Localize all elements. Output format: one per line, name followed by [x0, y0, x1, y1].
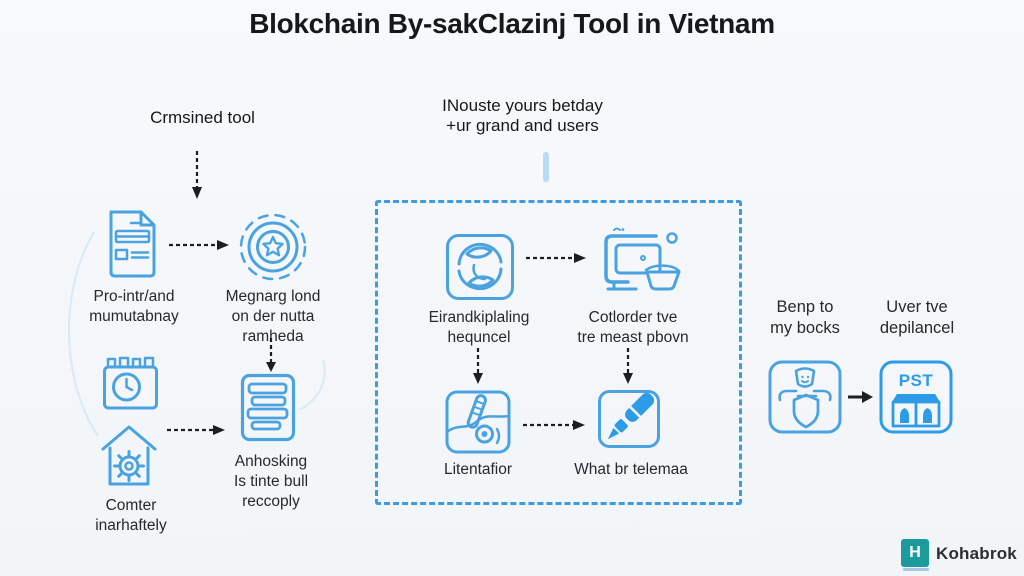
arrow-down-from-heading — [192, 151, 202, 199]
swirl-caption: Eirandkiplaling hequncel — [428, 309, 530, 346]
middle-flow-heading: INouste yours betday +ur grand and users — [442, 96, 603, 135]
marker-pen-icon — [598, 390, 660, 448]
badge-caption: Megnarg lond on der nutta ramheda — [225, 288, 321, 345]
decorative-arc-notes — [298, 359, 326, 411]
arrow-house-to-notes — [167, 425, 225, 435]
arrow-badge-to-notes — [266, 338, 276, 372]
arrow-thermometer-to-pen — [523, 420, 585, 430]
calendar-clock-icon — [103, 356, 158, 410]
left-flow-heading: Crmsined tool — [150, 108, 255, 127]
house-caption: Comter inarhaftely — [95, 497, 167, 534]
monitor-caption: Cotlorder tve tre meast pbovn — [577, 309, 689, 346]
pst-label: PST — [899, 371, 934, 390]
logo-letter: H — [909, 544, 921, 561]
thermometer-icon — [445, 390, 511, 454]
stacked-notes-icon — [240, 373, 296, 442]
page-title: Blokchain By-sakClazinj Tool in Vietnam — [249, 8, 775, 39]
certificate-badge-icon — [239, 213, 307, 281]
person-shield-icon — [768, 360, 842, 434]
notes-caption: Anhosking Is tinte bull reccoply — [233, 453, 309, 510]
thermometer-caption: Litentafior — [443, 461, 513, 478]
recycle-swirl-icon — [446, 234, 514, 300]
pst-container-icon: PST — [879, 360, 953, 434]
kohabrok-logo-icon: H — [901, 539, 929, 567]
monitor-basket-icon — [604, 227, 681, 291]
pen-caption: What br telemaa — [574, 461, 688, 478]
decorative-arc-left — [68, 231, 99, 437]
arrow-monitor-to-pen — [623, 348, 633, 384]
user-caption: Uver tve depilancel — [879, 298, 955, 338]
arrow-person-to-pst — [848, 391, 873, 403]
house-gear-icon — [101, 425, 157, 486]
process-dashed-box — [375, 200, 742, 505]
brand-name: Kohabrok — [936, 544, 1017, 563]
heading-connector-bar — [543, 152, 549, 182]
logo-subtext-smudge — [903, 568, 929, 571]
arrow-swirl-to-thermometer — [473, 348, 483, 384]
document-caption: Pro-intr/and mumutabnay — [89, 288, 179, 325]
arrow-document-to-badge — [169, 240, 229, 250]
arrow-swirl-to-monitor — [526, 253, 586, 263]
keep-caption: Benp to my bocks — [770, 298, 840, 338]
document-icon — [109, 210, 156, 278]
